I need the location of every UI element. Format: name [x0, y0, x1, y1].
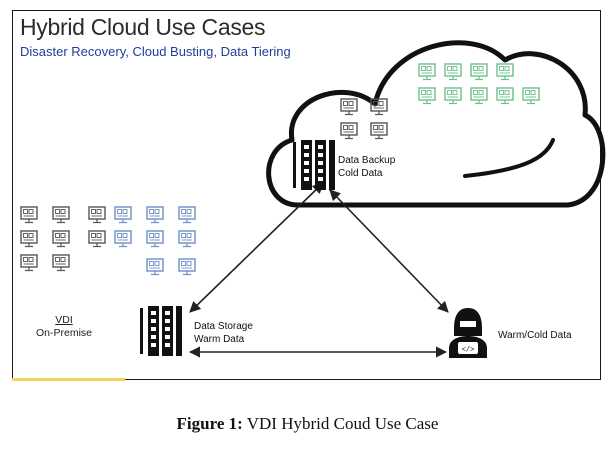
hacker-user-icon: </> — [449, 308, 487, 358]
monitor-user-icon — [114, 206, 132, 224]
monitor-user-icon — [470, 63, 488, 81]
monitor-user-icon — [496, 87, 514, 105]
onprem-node-line2: Warm Data — [194, 334, 245, 345]
monitor-user-icon — [52, 206, 70, 224]
cloud-backup-monitors — [340, 98, 388, 140]
monitor-user-icon — [146, 206, 164, 224]
monitor-user-icon — [114, 230, 132, 248]
accent-bar — [12, 378, 125, 381]
monitor-user-icon — [178, 206, 196, 224]
server-rack-icon — [293, 140, 335, 190]
onprem-vdi-monitors — [20, 206, 196, 276]
monitor-user-icon — [418, 87, 436, 105]
cloud-node-line2: Cold Data — [338, 168, 383, 179]
diagram-title: Hybrid Cloud Use Cases — [20, 14, 266, 40]
vdi-label-line1: VDI — [55, 314, 73, 326]
cloud-shape — [266, 40, 606, 208]
code-glyph: </> — [462, 347, 475, 355]
arrow-backup-to-storage — [189, 182, 324, 313]
cloud-inner-stroke — [463, 138, 555, 178]
cloud-node-line1: Data Backup — [338, 155, 396, 166]
monitor-user-icon — [444, 87, 462, 105]
user-node-label: Warm/Cold Data — [498, 330, 572, 341]
monitor-user-icon — [496, 63, 514, 81]
monitor-user-icon — [178, 258, 196, 276]
monitor-user-icon — [88, 230, 106, 248]
arrow-backup-to-user — [329, 189, 449, 313]
monitor-user-icon — [52, 230, 70, 248]
monitor-user-icon — [178, 230, 196, 248]
vdi-label: VDI On-Premise — [28, 314, 100, 340]
monitor-user-icon — [370, 98, 388, 116]
monitor-user-icon — [20, 206, 38, 224]
cloud-node-label: Data Backup Cold Data — [338, 154, 395, 180]
vdi-label-line2: On-Premise — [35, 327, 92, 339]
monitor-user-icon — [88, 206, 106, 224]
figure-caption: Figure 1: VDI Hybrid Coud Use Case — [0, 414, 615, 434]
onprem-node-line1: Data Storage — [194, 321, 253, 332]
monitor-user-icon — [340, 98, 358, 116]
server-rack-icon — [140, 306, 182, 356]
monitor-user-icon — [444, 63, 462, 81]
monitor-user-icon — [522, 87, 540, 105]
monitor-user-icon — [20, 254, 38, 272]
caption-prefix: Figure 1: — [176, 414, 243, 433]
monitor-user-icon — [146, 258, 164, 276]
cloud-vdi-monitors — [418, 63, 540, 105]
onprem-node-label: Data Storage Warm Data — [194, 320, 253, 346]
monitor-user-icon — [370, 122, 388, 140]
monitor-user-icon — [146, 230, 164, 248]
monitor-user-icon — [52, 254, 70, 272]
monitor-user-icon — [340, 122, 358, 140]
monitor-user-icon — [418, 63, 436, 81]
diagram-subtitle: Disaster Recovery, Cloud Busting, Data T… — [20, 44, 291, 59]
monitor-user-icon — [470, 87, 488, 105]
caption-text: VDI Hybrid Coud Use Case — [242, 414, 439, 433]
monitor-user-icon — [20, 230, 38, 248]
